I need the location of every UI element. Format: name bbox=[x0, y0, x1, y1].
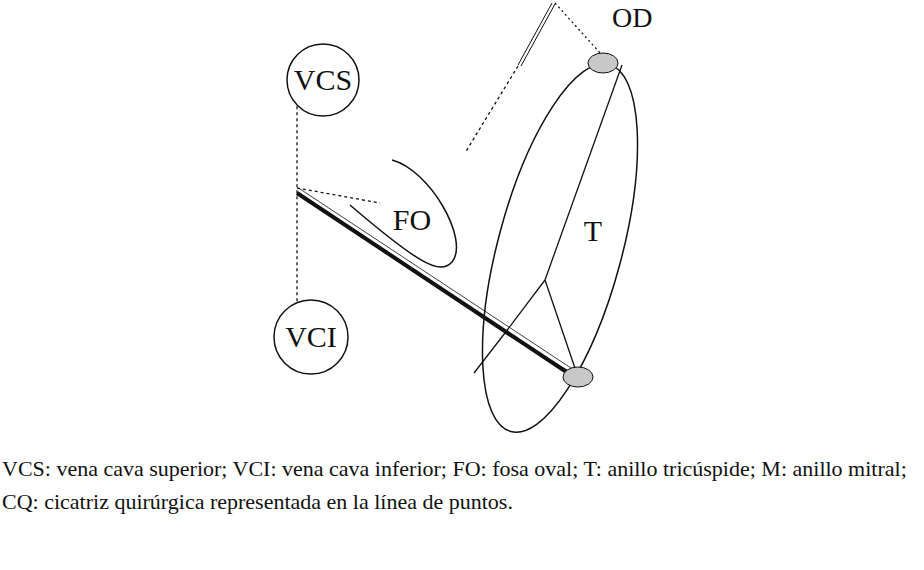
shape-outline bbox=[440, 45, 680, 455]
part-label: OD bbox=[612, 4, 652, 32]
gray-dot bbox=[588, 53, 618, 73]
leader-line bbox=[521, 4, 555, 66]
vein-circle: VCI bbox=[273, 299, 349, 375]
leader-line bbox=[518, 3, 552, 65]
gray-dot bbox=[563, 367, 593, 387]
node-label: FO bbox=[393, 205, 431, 235]
dashed-connector bbox=[296, 106, 297, 301]
node-label: VCS bbox=[294, 65, 352, 95]
tricuspid-ring: T bbox=[440, 45, 680, 455]
dashed-line bbox=[555, 3, 601, 54]
node-label: T bbox=[584, 216, 602, 246]
node-label: VCI bbox=[285, 322, 337, 352]
figure-caption: VCS: vena cava superior; VCI: vena cava … bbox=[2, 452, 920, 518]
dashed-line bbox=[465, 66, 518, 153]
vein-circle: VCS bbox=[286, 43, 360, 117]
dashed-line bbox=[297, 188, 380, 203]
fossa-shape: FO bbox=[340, 150, 465, 280]
